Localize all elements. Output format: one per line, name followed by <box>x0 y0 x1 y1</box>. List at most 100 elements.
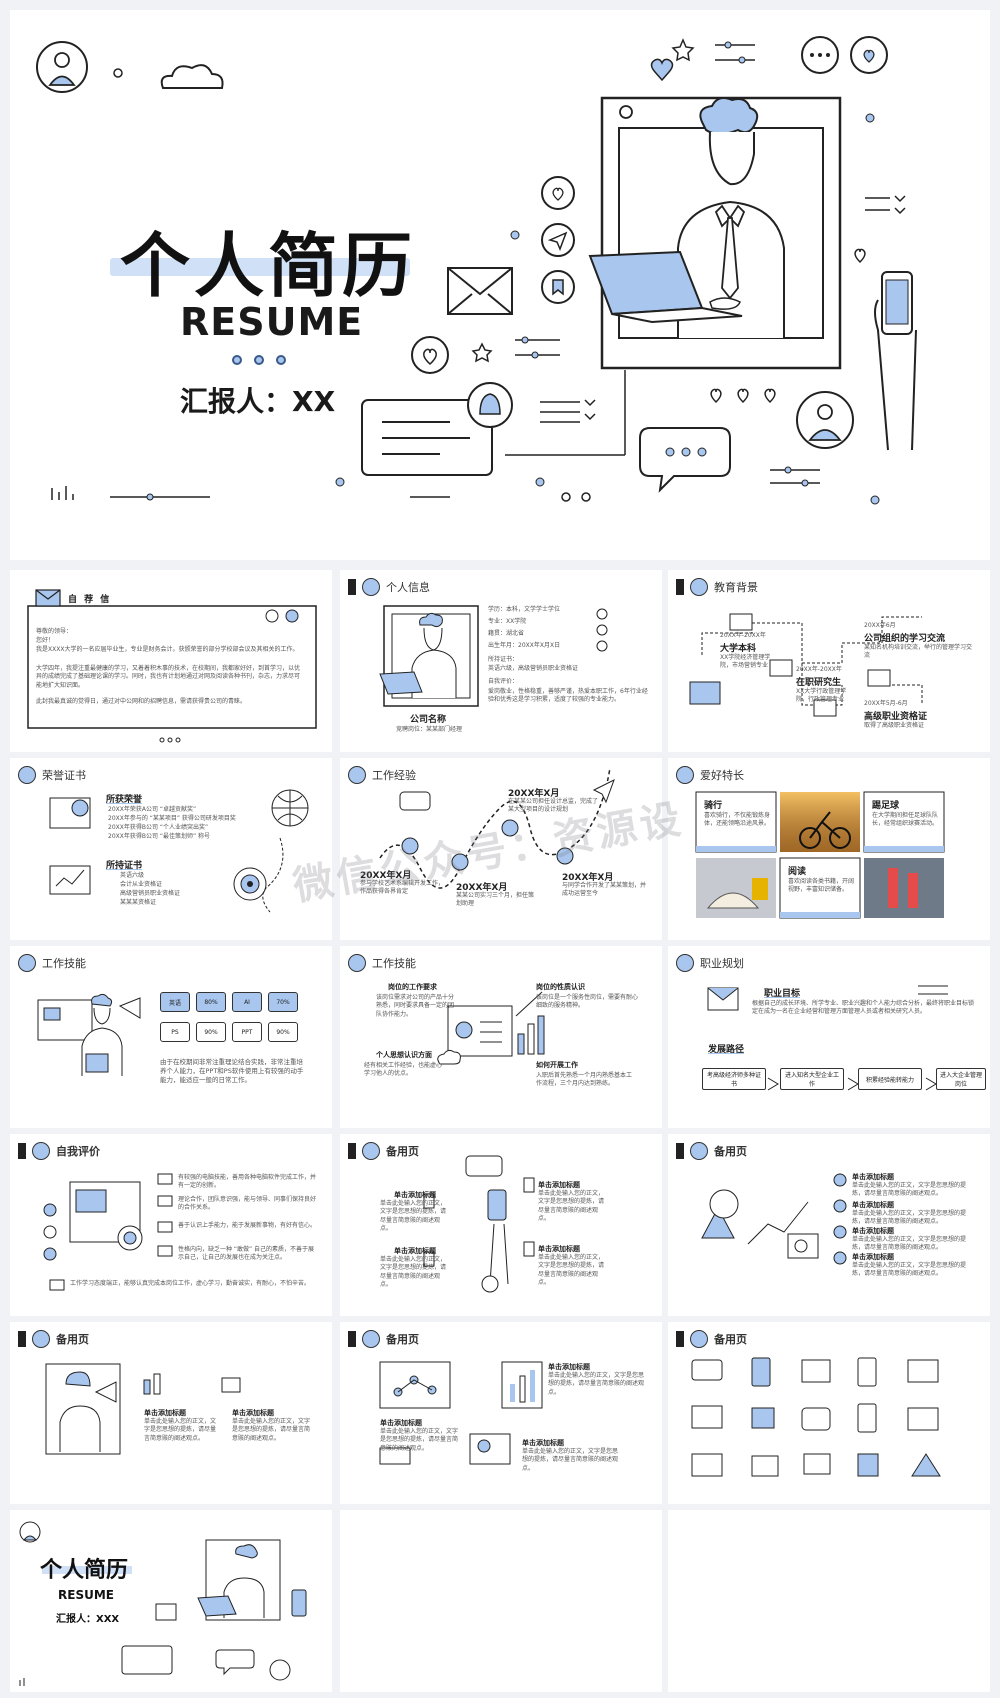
award-item: 20XX年获得B公司 “个人业绩突出奖” <box>108 824 209 831</box>
cert-item: 英语六级 <box>120 872 145 879</box>
path-step: 积累经验能转能力 <box>858 1068 922 1090</box>
slide-spare-3[interactable]: 备用页 单击添加标题 单击此处输入您的正文，文字是您思想的提炼，请尽量言简意赅的… <box>10 1322 332 1504</box>
slide-spare-2[interactable]: 备用页 单击添加标题 单击此处输入您的正文，文字是您思想的提炼，请尽量言简意赅的… <box>668 1134 990 1316</box>
edu-step-3-date: 20XX年6月 <box>864 622 896 629</box>
spare-3-block-title: 单击添加标题 <box>232 1409 274 1417</box>
q3-title: 个人思想认识方面 <box>376 1051 432 1059</box>
slide-spare-1[interactable]: 备用页 单击添加标题 单击此处输入您的正文，文字是您思想的提炼，请尽量言简意赅的… <box>340 1134 662 1316</box>
spare-1-block-desc: 单击此处输入您的正文，文字是您思想的提炼，请尽量言简意赅的阐述观点。 <box>538 1254 605 1287</box>
hobby-grid <box>695 791 945 919</box>
q2-desc: 该岗位是一个服务性岗位，需要有耐心细致的服务精神。 <box>536 994 639 1010</box>
exp-4-desc: 与同学合作开发了某某策划，并成功运营至今 <box>562 882 647 898</box>
spare-2-illustration <box>701 1173 847 1265</box>
cover-slide[interactable]: 个人简历 RESUME 汇报人：XX <box>10 10 990 560</box>
skills-desc: 由于在校期间非常注重理论结合实践，非常注重培养个人能力，在PPT和PS软件使用上… <box>160 1058 304 1085</box>
slide-work-experience[interactable]: 工作经验 20XX年X月 在某某公司担任设计总监，完成了某大型项目的设计规划 2… <box>340 758 662 940</box>
ending-subtitle: RESUME <box>58 1588 114 1602</box>
hobby-1-title: 骑行 <box>704 801 723 811</box>
skills-1-heading: 工作技能 <box>42 957 86 970</box>
education-line: 学历：本科，文学学士学位 <box>488 606 561 613</box>
exp-1-date: 20XX年X月 <box>508 789 560 799</box>
cert-item: 某某某资格证 <box>120 899 157 906</box>
skill-name-chip: PPT <box>232 1022 262 1042</box>
slide-self-evaluation[interactable]: 自我评价 有较强的电脑技能，善用各种电脑软件完成工作，并有一定的创新。 理论合作… <box>10 1134 332 1316</box>
spare-3-block-desc: 单击此处输入您的正文，文字是您思想的提炼，请尽量言简意赅的阐述观点。 <box>144 1418 217 1442</box>
work-path <box>379 767 615 889</box>
q1-desc: 该岗位需求对公司的产品十分熟悉，同时要求具备一定的团队协作能力。 <box>376 994 455 1018</box>
spare-4-block-title: 单击添加标题 <box>548 1363 590 1371</box>
award-item: 20XX年参与的 “某某项目” 获得公司研发项目奖 <box>108 815 236 822</box>
spare-4-block-desc: 单击此处输入您的正文，文字是您思想的提炼，请尽量言简意赅的阐述观点。 <box>522 1448 619 1472</box>
hobbies-heading: 爱好特长 <box>700 769 744 782</box>
skill-level-chip: 80% <box>196 992 226 1012</box>
exp-3-desc: 某某公司实习三个月，担任策划助理 <box>456 892 535 908</box>
exp-4-date: 20XX年X月 <box>562 873 614 883</box>
hobby-3-title: 阅读 <box>788 867 807 877</box>
letter-frame <box>27 589 317 743</box>
slide-spare-5[interactable]: 备用页 <box>668 1322 990 1504</box>
award-item: 20XX年荣获A公司 “卓越贡献奖” <box>108 806 197 813</box>
skills-2-heading: 工作技能 <box>372 957 416 970</box>
self-eval-point: 理论合作，团队意识强，能与领导、同事们保持良好的合作关系。 <box>178 1196 317 1212</box>
q1-title: 岗位的工作要求 <box>388 983 437 991</box>
edu-step-2-title: 在职研究生 <box>796 678 842 688</box>
skill-name-chip: 英语 <box>160 992 190 1012</box>
eval-label: 自我评价： <box>488 678 519 685</box>
tile-header: 工作经验 <box>348 766 416 784</box>
spare-2-block-title: 单击添加标题 <box>852 1253 894 1261</box>
cert-item: 高级营销员职业资格证 <box>120 890 181 897</box>
slide-skills-1[interactable]: 工作技能 英语 80% AI 70% PS 90% PPT 90% 由于在校期间… <box>10 946 332 1128</box>
cover-reporter: 汇报人：XX <box>180 385 336 418</box>
tile-header: 备用页 <box>348 1330 419 1348</box>
spare-4-block-desc: 单击此处输入您的正文，文字是您思想的提炼，请尽量言简意赅的阐述观点。 <box>548 1372 645 1396</box>
spare-3-block-title: 单击添加标题 <box>144 1409 186 1417</box>
edu-step-4-desc: 取得了高级职业资格证 <box>864 722 925 729</box>
ending-title: 个人简历 <box>40 1558 129 1583</box>
spare-4-heading: 备用页 <box>386 1333 419 1346</box>
empty-slot <box>340 1510 662 1692</box>
q2-title: 岗位的性质认识 <box>536 983 585 991</box>
spare-1-block-desc: 单击此处输入您的正文，文字是您思想的提炼，请尽量言简意赅的阐述观点。 <box>380 1200 447 1233</box>
skill-level-chip: 90% <box>268 1022 298 1042</box>
eval-line: 爱岗敬业，性格稳重，善够严谨，热爱本职工作，6年行业经验和优秀这是学习积累，适度… <box>488 688 648 704</box>
slide-ending[interactable]: 个人简历 RESUME 汇报人：XXX <box>10 1510 332 1692</box>
slide-career[interactable]: 职业规划 职业目标 根据自己的成长环境、所学专业、职业兴趣和个人能力综合分析，最… <box>668 946 990 1128</box>
q4-title: 如何开展工作 <box>536 1061 578 1069</box>
slide-honors[interactable]: 荣誉证书 所获荣誉 20XX年荣获A公司 “卓越贡献奖” 20XX年参与的 “某… <box>10 758 332 940</box>
slide-personal-info[interactable]: 个人信息 学历：本科，文学学士学位 专业：XX学院 籍贯：湖北省 出生年月：20… <box>340 570 662 752</box>
ending-reporter: 汇报人：XXX <box>56 1614 120 1625</box>
tile-header: 教育背景 <box>676 578 758 596</box>
spare-4-illustration <box>379 1361 543 1465</box>
tile-header: 工作技能 <box>348 954 416 972</box>
spare-1-block-title: 单击添加标题 <box>538 1245 580 1253</box>
slide-education[interactable]: 教育背景 20XX年-20XX年 大学本科 XX学院经济管理学院，市场营销专业 … <box>668 570 990 752</box>
spare-1-block-desc: 单击此处输入您的正文，文字是您思想的提炼，请尽量言简意赅的阐述观点。 <box>538 1190 605 1223</box>
award-item: 20XX年获得B公司 “最佳策划师” 称号 <box>108 833 211 840</box>
education-heading: 教育背景 <box>714 581 758 594</box>
slide-skills-2[interactable]: 工作技能 岗位的工作要求 该岗位需求对公司的产品十分熟悉，同时要求具备一定的团队… <box>340 946 662 1128</box>
company-name: 公司名称 <box>410 715 447 725</box>
self-eval-illustration <box>43 1173 173 1291</box>
self-eval-point: 性格内向，缺乏一种 “敢做” 自己的素质，不善于展示自己，让自己的发展也在成为关… <box>178 1246 315 1262</box>
goal-title: 职业目标 <box>764 989 801 999</box>
self-eval-heading: 自我评价 <box>56 1145 100 1158</box>
ending-illustration <box>19 1521 307 1686</box>
spare-4-block-title: 单击添加标题 <box>522 1439 564 1447</box>
edu-step-2-desc: XX大学行政管理学院，行政管理专业 <box>796 688 847 704</box>
icon-grid <box>691 1357 941 1477</box>
self-rec-heading: 自 荐 信 <box>68 595 112 605</box>
slide-self-recommendation[interactable]: 自 荐 信 尊敬的领导： 您好！ 我是XXXX大学的一名应届毕业生，专业是财务会… <box>10 570 332 752</box>
spare-1-heading: 备用页 <box>386 1145 419 1158</box>
slide-spare-4[interactable]: 备用页 单击添加标题 单击此处输入您的正文，文字是您思想的提炼，请尽量言简意赅的… <box>340 1322 662 1504</box>
self-rec-hello: 您好！ <box>36 637 55 644</box>
hobby-1-desc: 喜欢骑行，不仅能锻炼身体，还能领略沿途风景。 <box>704 812 771 828</box>
spare-4-block-title: 单击添加标题 <box>380 1419 422 1427</box>
slide-hobbies[interactable]: 爱好特长 骑行 喜欢骑行，不仅能锻炼身体，还能领略沿途风景。 踢足球 在大学期间… <box>668 758 990 940</box>
spare-5-heading: 备用页 <box>714 1333 747 1346</box>
edu-step-2-date: 20XX年-20XX年 <box>796 666 842 673</box>
title-underline <box>110 258 410 276</box>
spare-1-block-title: 单击添加标题 <box>394 1191 436 1199</box>
origin-line: 籍贯：湖北省 <box>488 630 525 637</box>
spare-1-block-title: 单击添加标题 <box>394 1247 436 1255</box>
